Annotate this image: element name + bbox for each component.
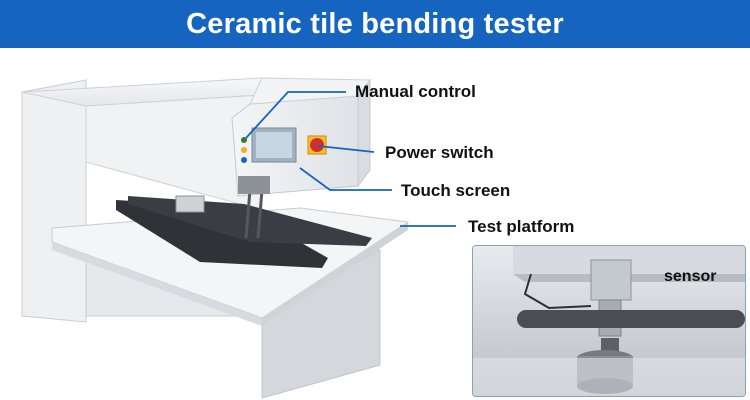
power-switch [307,135,327,155]
manual-control-buttons [241,137,247,163]
sensor-inset [472,245,746,397]
label-power-switch: Power switch [385,143,494,162]
label-sensor: sensor [664,268,717,285]
label-test-platform: Test platform [468,217,575,236]
title-banner: Ceramic tile bending tester [0,0,750,48]
support-bars [116,176,372,268]
sensor-photo [473,246,745,396]
touch-screen-panel [251,127,297,163]
page-title: Ceramic tile bending tester [186,7,564,40]
label-touch-screen: Touch screen [401,181,511,200]
label-manual-control: Manual control [355,82,476,101]
